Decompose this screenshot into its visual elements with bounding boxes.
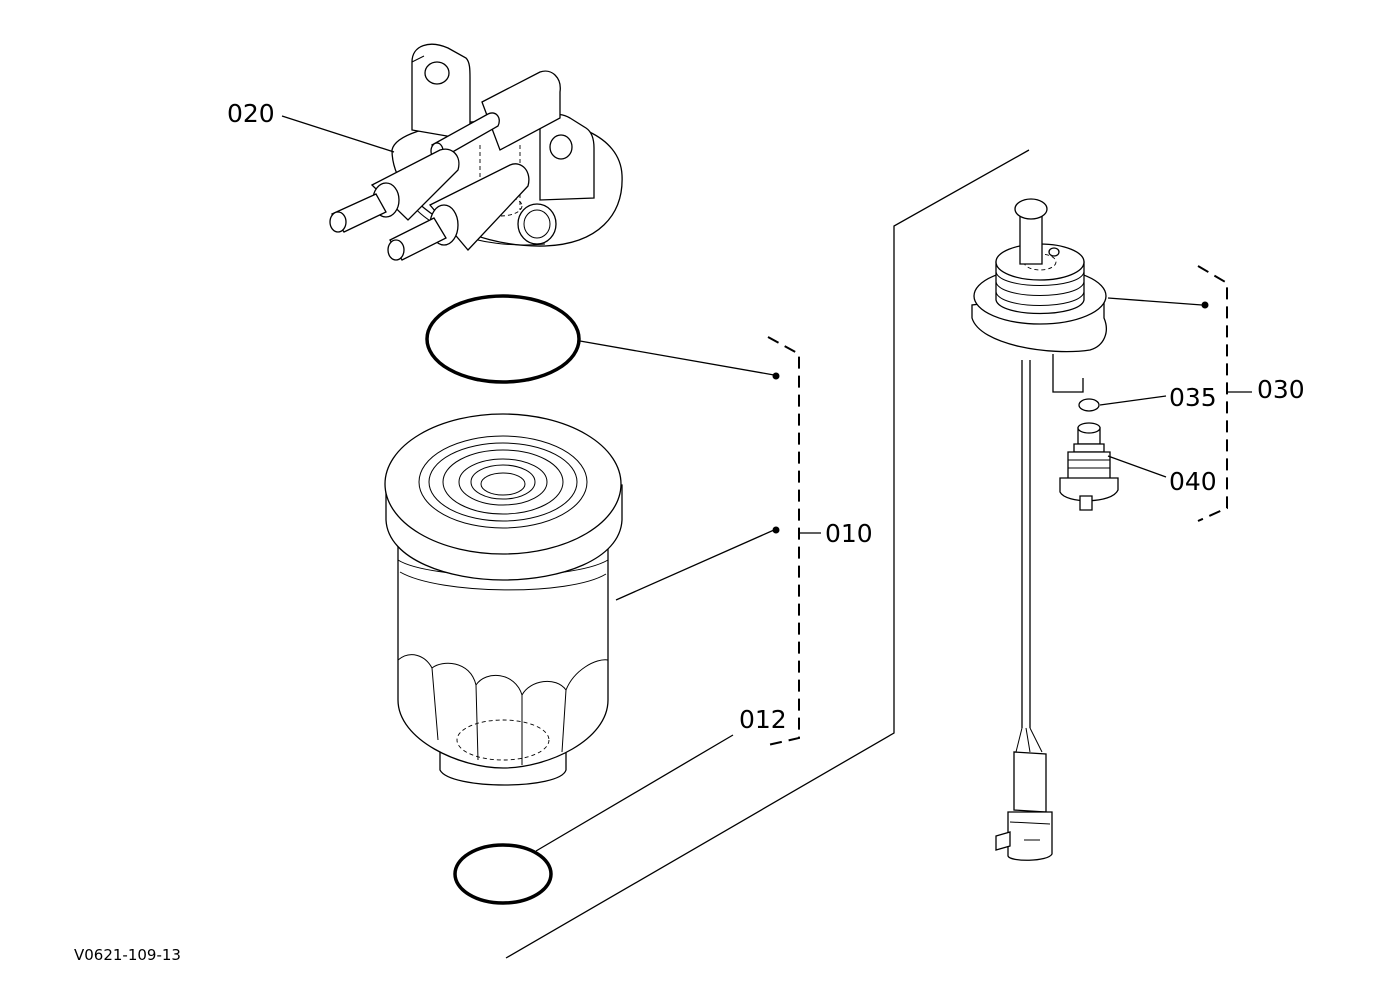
filter-cartridge [384, 413, 623, 786]
callout-040: 040 [1169, 467, 1217, 496]
drawing-code: V0621-109-13 [74, 946, 181, 964]
callout-030: 030 [1257, 375, 1305, 404]
sensor-o-ring [1078, 398, 1100, 412]
filter-head-bracket [329, 43, 623, 261]
leader-lines [281, 115, 1252, 959]
callout-010: 010 [825, 519, 873, 548]
sensor-plug-connector [1059, 422, 1119, 511]
callout-020: 020 [227, 99, 275, 128]
upper-o-ring [425, 294, 581, 384]
water-sensor-probe [971, 198, 1107, 861]
callout-035: 035 [1169, 383, 1217, 412]
callout-012: 012 [739, 705, 787, 734]
lower-o-ring [453, 843, 553, 905]
